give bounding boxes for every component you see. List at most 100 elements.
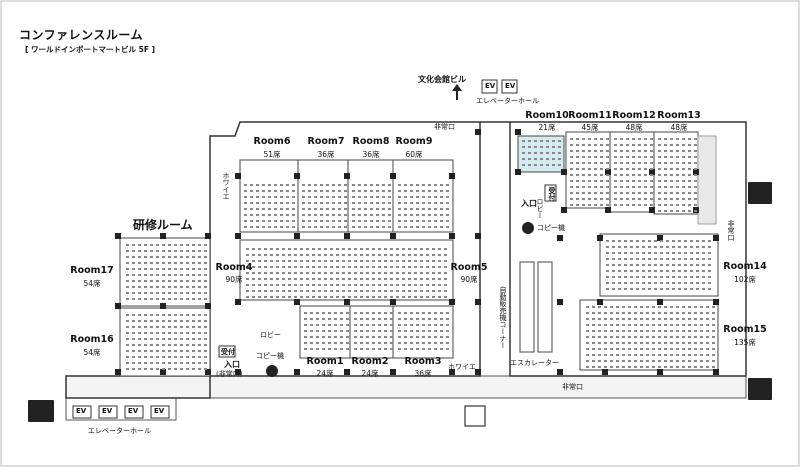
room17-name: Room17 [70, 265, 114, 276]
seat [126, 274, 129, 276]
seat [162, 268, 165, 270]
seat [576, 180, 579, 182]
seat [288, 290, 291, 292]
seat [372, 330, 375, 332]
seat [384, 260, 387, 262]
seat [398, 220, 401, 222]
seat [670, 162, 673, 164]
seat [434, 348, 437, 350]
pillar [561, 207, 567, 213]
seat [654, 270, 657, 272]
seat [390, 260, 393, 262]
seat [712, 330, 715, 332]
seat [640, 312, 643, 314]
seat [630, 282, 633, 284]
seat [582, 198, 585, 200]
room10-name: Room10 [525, 110, 569, 121]
seat [204, 256, 207, 258]
seat [354, 318, 357, 320]
seat [410, 196, 413, 198]
seat [364, 196, 367, 198]
seat [294, 278, 297, 280]
room16-seats: 54席 [83, 348, 101, 357]
seat [410, 202, 413, 204]
seat [292, 190, 295, 192]
seat [670, 138, 673, 140]
seat [688, 186, 691, 188]
seat [638, 168, 641, 170]
seat [256, 214, 259, 216]
seat [174, 292, 177, 294]
seat [586, 354, 589, 356]
seat [426, 248, 429, 250]
seat [150, 350, 153, 352]
seat [420, 278, 423, 280]
seat [366, 266, 369, 268]
seat [366, 278, 369, 280]
seat [270, 284, 273, 286]
seat [670, 192, 673, 194]
seat [682, 162, 685, 164]
seat [708, 270, 711, 272]
seat [694, 360, 697, 362]
seat [410, 330, 413, 332]
seat [582, 144, 585, 146]
seat [534, 164, 537, 166]
seat [636, 288, 639, 290]
seat [302, 208, 305, 210]
seat [708, 240, 711, 242]
seat [636, 246, 639, 248]
seat [614, 204, 617, 206]
foyer-label: ホワイエ [448, 363, 476, 371]
seat [628, 342, 631, 344]
seat [614, 138, 617, 140]
seat [706, 312, 709, 314]
seat [652, 312, 655, 314]
seat [192, 362, 195, 364]
seat [666, 246, 669, 248]
pillar [390, 233, 396, 239]
seat [340, 324, 343, 326]
seat [204, 326, 207, 328]
seat [420, 266, 423, 268]
seat [652, 336, 655, 338]
room15-seats: 135席 [734, 338, 756, 347]
seat [624, 240, 627, 242]
seat [628, 354, 631, 356]
seat [688, 312, 691, 314]
seat [606, 198, 609, 200]
seat [396, 266, 399, 268]
seat [144, 350, 147, 352]
seat [366, 330, 369, 332]
seat [426, 260, 429, 262]
seat [632, 174, 635, 176]
seat [384, 324, 387, 326]
seat [618, 276, 621, 278]
seat [664, 144, 667, 146]
seat [688, 168, 691, 170]
pillar [115, 303, 121, 309]
seat [354, 260, 357, 262]
seat [348, 290, 351, 292]
seat [360, 330, 363, 332]
seat [446, 202, 449, 204]
seat [588, 150, 591, 152]
seat [186, 262, 189, 264]
seat [390, 272, 393, 274]
seat [414, 284, 417, 286]
seat [364, 190, 367, 192]
seat [360, 348, 363, 350]
seat [328, 330, 331, 332]
pillar [205, 233, 211, 239]
seat [410, 348, 413, 350]
seat [244, 208, 247, 210]
seat [634, 342, 637, 344]
seat [364, 208, 367, 210]
seat [132, 250, 135, 252]
seat [594, 168, 597, 170]
seat [378, 266, 381, 268]
seat [398, 196, 401, 198]
seat [638, 162, 641, 164]
seat [282, 248, 285, 250]
